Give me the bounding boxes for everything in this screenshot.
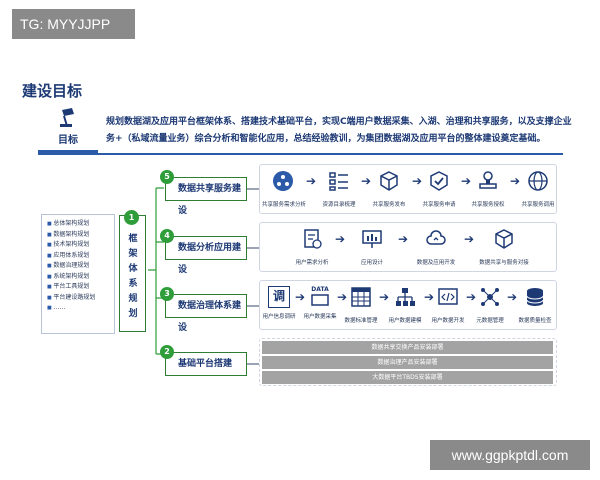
list-item: 应用体系规划 xyxy=(47,251,109,262)
globe-icon xyxy=(528,171,548,191)
step-resource-catalog: 资源目录梳理 xyxy=(318,170,360,208)
sharing-service-flow xyxy=(259,164,557,214)
step-service-apply: 共享服务申请 xyxy=(418,170,460,208)
arrow-right-icon: ➔ xyxy=(412,174,423,188)
arrow-right-icon: ➔ xyxy=(424,290,435,304)
step-user-demand: 用户需求分析 xyxy=(290,228,334,266)
step-data-dev: 用户数据开发 xyxy=(430,286,466,324)
step-data-modeling: 用户数据建模 xyxy=(386,286,424,324)
step-app-design: 应用设计 xyxy=(350,228,394,266)
framework-box xyxy=(119,215,146,332)
table-icon xyxy=(351,287,371,307)
deploy-bar-sharing: 数据共享交换产品安装部署 xyxy=(262,341,553,354)
step-service-authorize: 共享服务授权 xyxy=(467,170,509,208)
watermark-bottom: www.ggpkptdl.com xyxy=(430,440,590,470)
network-icon xyxy=(273,171,293,191)
shield-check-icon xyxy=(430,171,448,191)
arrow-right-icon: ➔ xyxy=(306,174,317,188)
step-data-collect: DATA 用户数据采集 xyxy=(303,286,337,320)
flag-icon xyxy=(60,108,74,127)
document-check-icon xyxy=(304,229,322,249)
goal-text: 规划数据湖及应用平台框架体系、搭建技术基础平台，实现C端用户数据采集、入湖、治理… xyxy=(106,117,572,144)
deploy-bar-tbds: 大数据平台TBDS安装部署 xyxy=(262,371,553,384)
category-base-platform: 基础平台搭建 xyxy=(165,352,247,376)
step-number-5: 5 xyxy=(160,170,174,184)
connector-line xyxy=(247,305,259,307)
list-item: 数据治理规划 xyxy=(47,261,109,272)
stamp-icon xyxy=(479,171,497,189)
divider xyxy=(38,153,563,155)
step-number-3: 3 xyxy=(160,287,174,301)
network-nodes-icon xyxy=(481,288,499,306)
connector-line xyxy=(247,247,259,249)
framework-label: 框架体 系规划 xyxy=(128,234,138,319)
hierarchy-icon xyxy=(396,288,415,306)
step-user-survey: 调 用户信息调研 xyxy=(262,286,296,320)
arrow-right-icon: ➔ xyxy=(507,290,518,304)
step-service-publish: 共享服务发布 xyxy=(368,170,410,208)
step-quality-check: 数据质量检查 xyxy=(515,286,555,324)
list-item: 系统架构规划 xyxy=(47,272,109,283)
watermark-top: TG: MYYJJPP xyxy=(12,9,135,39)
data-icon: DATA xyxy=(309,286,331,308)
list-icon xyxy=(329,172,348,191)
divider-cap xyxy=(38,150,98,153)
list-item: 技术架构规划 xyxy=(47,240,109,251)
arrow-right-icon: ➔ xyxy=(466,290,477,304)
goal-label: 目标 xyxy=(58,135,78,146)
deploy-bar-governance: 数据治理产品安装部署 xyxy=(262,356,553,369)
category-sharing-service: 数据共享服务建设 xyxy=(165,177,247,216)
arrow-right-icon: ➔ xyxy=(398,232,409,246)
arrow-right-icon: ➔ xyxy=(361,174,372,188)
step-service-invoke: 共享服务调用 xyxy=(517,170,559,208)
list-item: 平台建设路规划 xyxy=(47,293,109,304)
step-data-app-dev: 数据及应用开发 xyxy=(410,228,462,266)
cube-icon xyxy=(380,171,398,191)
list-item: 总体架构规划 xyxy=(47,219,109,230)
cube-plus-icon xyxy=(495,229,513,249)
connector-line xyxy=(247,188,259,190)
code-window-icon xyxy=(438,288,458,305)
category-analysis-app: 数据分析应用建设 xyxy=(165,236,247,275)
arrow-right-icon: ➔ xyxy=(461,174,472,188)
arrow-right-icon: ➔ xyxy=(335,232,346,246)
step-sharing-integration: 数据共享与服务对接 xyxy=(476,228,532,266)
step-metadata-mgmt: 元数据管理 xyxy=(472,286,508,324)
survey-icon: 调 xyxy=(268,286,290,308)
arrow-right-icon: ➔ xyxy=(464,232,475,246)
arrow-right-icon: ➔ xyxy=(379,290,390,304)
plan-list: 总体架构规划 数据架构规划 技术架构规划 应用体系规划 数据治理规划 系统架构规… xyxy=(41,214,115,334)
arrow-right-icon: ➔ xyxy=(510,174,521,188)
arrow-right-icon: ➔ xyxy=(295,290,306,304)
presentation-chart-icon xyxy=(362,230,382,248)
list-item: …… xyxy=(47,303,109,314)
category-governance: 数据治理体系建设 xyxy=(165,294,247,333)
step-sharing-demand: 共享服务需求分析 xyxy=(262,170,306,208)
list-item: 数据架构规划 xyxy=(47,230,109,241)
cloud-icon xyxy=(426,230,446,245)
step-number-4: 4 xyxy=(160,229,174,243)
step-number-2: 2 xyxy=(160,345,174,359)
list-item: 平台工具规划 xyxy=(47,282,109,293)
database-icon xyxy=(526,288,544,306)
bracket-connector xyxy=(148,187,164,355)
connector-line xyxy=(247,363,259,365)
step-number-1: 1 xyxy=(124,210,139,225)
arrow-right-icon: ➔ xyxy=(337,290,348,304)
step-standard-mgmt: 数据标准管理 xyxy=(344,286,378,324)
page-title: 建设目标 xyxy=(22,82,83,100)
